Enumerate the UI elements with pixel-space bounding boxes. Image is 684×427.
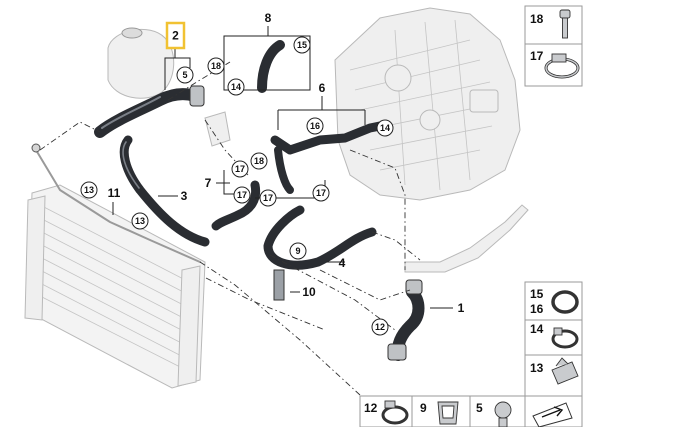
- callout-13a-circle: [80, 181, 98, 199]
- callout-18a: 18: [211, 61, 221, 71]
- hoses: [94, 40, 425, 361]
- callout-11: 11: [108, 186, 121, 200]
- callout-17d-circle: [312, 184, 330, 202]
- leader-lines: [112, 26, 453, 309]
- callout-9-circle: [289, 242, 307, 260]
- parts-label-15: 15: [530, 287, 544, 301]
- bolt-icon: [559, 9, 571, 39]
- callout-16: 16: [310, 121, 320, 131]
- parts-panel-bottom: 15 16 14 13: [524, 281, 583, 397]
- retainer-clip-icon: [437, 401, 459, 425]
- callout-5: 5: [182, 70, 187, 80]
- callout-12-circle: [371, 318, 389, 336]
- screw-icon: [494, 401, 512, 427]
- parts-label-9: 9: [420, 401, 427, 415]
- callout-14b-circle: [376, 119, 394, 137]
- callout-17d: 17: [316, 188, 326, 198]
- callout-2: 2: [172, 29, 179, 43]
- callout-6: 6: [319, 81, 326, 95]
- expansion-tank: [107, 27, 231, 147]
- parts-label-18: 18: [530, 12, 544, 26]
- callout-8: 8: [265, 11, 272, 25]
- clip-icon: [551, 357, 579, 385]
- callout-14a-circle: [227, 78, 245, 96]
- parts-label-16: 16: [530, 302, 544, 316]
- callout-2-highlight: [165, 21, 186, 50]
- callout-9: 9: [295, 246, 300, 256]
- callout-10: 10: [302, 285, 316, 299]
- o-ring-icon: [551, 290, 579, 314]
- parts-label-13: 13: [530, 361, 544, 375]
- callout-18a-circle: [207, 57, 225, 75]
- callout-13b-circle: [131, 212, 149, 230]
- callout-1: 1: [458, 301, 465, 315]
- callout-16-circle: [306, 117, 324, 135]
- parts-panel-row: 12 9 5: [359, 395, 583, 427]
- engine-block-outline: [334, 7, 529, 273]
- callouts: 2 5 8 15 18 14 6 16 14 17 18 7 17 17 17 …: [80, 11, 465, 336]
- callout-13a: 13: [84, 185, 94, 195]
- callout-5-circle: [176, 66, 194, 84]
- callout-14a: 14: [231, 82, 241, 92]
- callout-18b: 18: [254, 156, 264, 166]
- parts-label-17: 17: [530, 49, 544, 63]
- callout-12: 12: [375, 322, 385, 332]
- callout-17b-circle: [233, 186, 251, 204]
- callout-17c: 17: [263, 193, 273, 203]
- hose-clamp-icon: [544, 53, 580, 79]
- parts-label-5: 5: [476, 401, 483, 415]
- callout-15a-circle: [293, 36, 311, 54]
- callout-17a-circle: [231, 160, 249, 178]
- next-page-arrow-icon[interactable]: [532, 402, 573, 427]
- callout-13b: 13: [135, 216, 145, 226]
- parts-label-12: 12: [364, 401, 378, 415]
- spring-clamp-icon: [551, 327, 579, 349]
- callout-14b: 14: [380, 123, 390, 133]
- callout-17b: 17: [237, 190, 247, 200]
- callout-17a: 17: [235, 164, 245, 174]
- callout-4: 4: [339, 256, 346, 270]
- callout-3: 3: [181, 189, 188, 203]
- callout-7: 7: [205, 176, 212, 190]
- callout-18b-circle: [250, 152, 268, 170]
- callout-17c-circle: [259, 189, 277, 207]
- parts-panel-top: 18 17: [524, 5, 583, 87]
- parts-label-14: 14: [530, 322, 544, 336]
- callout-15a: 15: [297, 40, 307, 50]
- radiator: [24, 143, 206, 389]
- band-clamp-icon: [381, 400, 409, 425]
